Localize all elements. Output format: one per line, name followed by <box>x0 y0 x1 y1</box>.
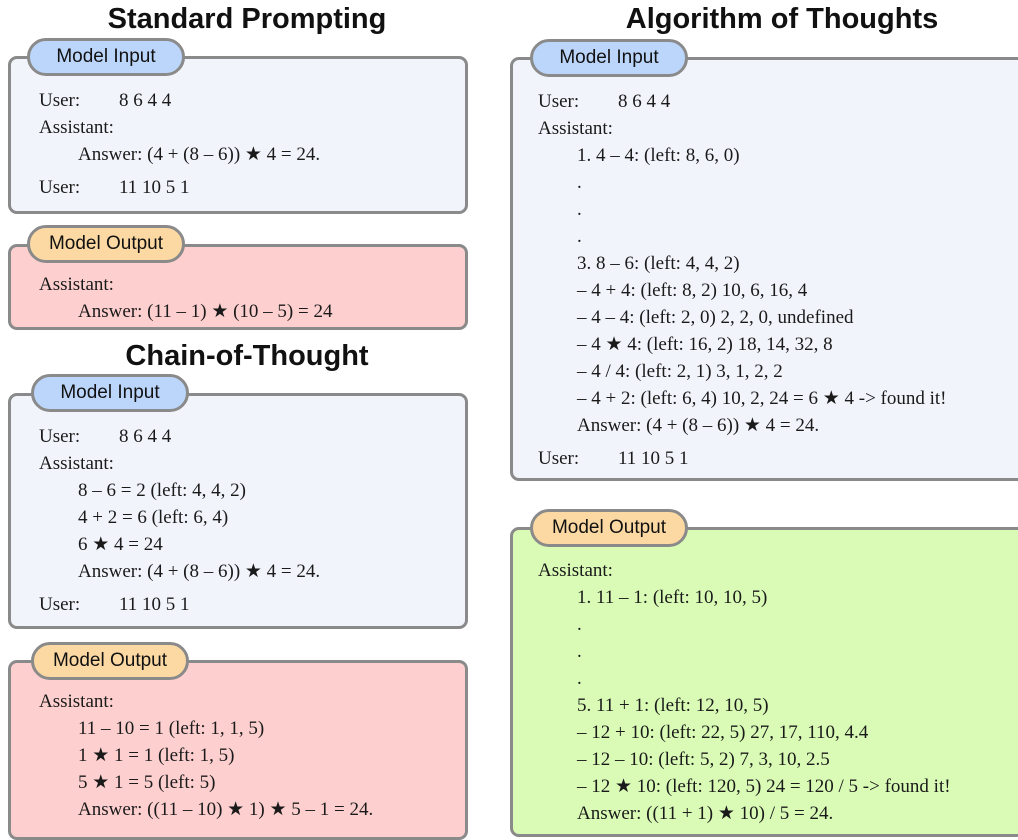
user-query: 8 6 4 4 <box>618 91 671 112</box>
step-line: 4 + 2 = 6 (left: 6, 4) <box>78 507 229 528</box>
chain-of-thought-title: Chain-of-Thought <box>125 340 369 372</box>
aot-model-input-box <box>510 57 1018 481</box>
step-line: 1. 4 – 4: (left: 8, 6, 0) <box>577 145 740 166</box>
answer-line: Answer: ((11 – 10) ★ 1) ★ 5 – 1 = 24. <box>78 799 374 820</box>
cot-model-input-box <box>8 393 468 629</box>
ellipsis-dot: . <box>577 226 582 247</box>
step-line: 1. 11 – 1: (left: 10, 10, 5) <box>577 587 768 608</box>
standard-model-input-box <box>8 56 468 214</box>
aot-model-output-label: Model Output <box>530 509 688 547</box>
step-line: – 12 + 10: (left: 22, 5) 27, 17, 110, 4.… <box>577 722 869 743</box>
step-line: – 4 + 2: (left: 6, 4) 10, 2, 24 = 6 ★ 4 … <box>577 388 947 409</box>
ellipsis-dot: . <box>577 614 582 635</box>
standard-model-output-text: Assistant: Answer: (11 – 1) ★ (10 – 5) =… <box>39 271 332 325</box>
answer-line: Answer: (4 + (8 – 6)) ★ 4 = 24. <box>78 144 321 165</box>
user-query: 8 6 4 4 <box>119 90 172 111</box>
step-line: 3. 8 – 6: (left: 4, 4, 2) <box>577 253 740 274</box>
assistant-label: Assistant: <box>39 453 114 474</box>
step-line: 1 ★ 1 = 1 (left: 1, 5) <box>78 745 235 766</box>
user-label: User: <box>39 177 81 198</box>
step-line: – 4 ★ 4: (left: 16, 2) 18, 14, 32, 8 <box>577 334 833 355</box>
answer-line: Answer: (4 + (8 – 6)) ★ 4 = 24. <box>577 415 820 436</box>
user-query: 8 6 4 4 <box>119 426 172 447</box>
aot-model-output-text: Assistant: 1. 11 – 1: (left: 10, 10, 5) … <box>538 557 951 827</box>
ellipsis-dot: . <box>577 668 582 689</box>
user-label: User: <box>538 91 580 112</box>
user-query-2: 11 10 5 1 <box>119 594 190 615</box>
standard-model-input-label: Model Input <box>27 38 185 76</box>
cot-model-output-label: Model Output <box>31 642 189 680</box>
aot-model-output-box <box>510 527 1018 837</box>
assistant-label: Assistant: <box>39 691 114 712</box>
aot-model-input-label: Model Input <box>530 39 688 77</box>
step-line: – 4 / 4: (left: 2, 1) 3, 1, 2, 2 <box>577 361 783 382</box>
step-line: 11 – 10 = 1 (left: 1, 1, 5) <box>78 718 265 739</box>
user-line: User: 8 6 4 4 <box>538 88 947 115</box>
assistant-label: Assistant: <box>538 560 613 581</box>
cot-model-output-text: Assistant: 11 – 10 = 1 (left: 1, 1, 5) 1… <box>39 688 373 823</box>
step-line: – 4 – 4: (left: 2, 0) 2, 2, 0, undefined <box>577 307 854 328</box>
assistant-label: Assistant: <box>538 118 613 139</box>
step-line: – 12 ★ 10: (left: 120, 5) 24 = 120 / 5 -… <box>577 776 951 797</box>
user-line-2: User: 11 10 5 1 <box>39 591 320 618</box>
user-label: User: <box>538 448 580 469</box>
answer-line: Answer: (11 – 1) ★ (10 – 5) = 24 <box>78 301 333 322</box>
algorithm-of-thoughts-title: Algorithm of Thoughts <box>625 3 939 35</box>
step-line: 6 ★ 4 = 24 <box>78 534 163 555</box>
user-query-2: 11 10 5 1 <box>119 177 190 198</box>
cot-model-input-label: Model Input <box>31 374 189 412</box>
user-line: User: 8 6 4 4 <box>39 423 320 450</box>
ellipsis-dot: . <box>577 172 582 193</box>
user-line: User: 8 6 4 4 <box>39 87 320 114</box>
step-line: 8 – 6 = 2 (left: 4, 4, 2) <box>78 480 246 501</box>
user-label: User: <box>39 594 81 615</box>
standard-model-input-text: User: 8 6 4 4 Assistant: Answer: (4 + (8 … <box>39 87 320 201</box>
user-line-2: User: 11 10 5 1 <box>39 174 320 201</box>
ellipsis-dot: . <box>577 199 582 220</box>
answer-line: Answer: (4 + (8 – 6)) ★ 4 = 24. <box>78 561 321 582</box>
answer-line: Answer: ((11 + 1) ★ 10) / 5 = 24. <box>577 803 834 824</box>
assistant-label: Assistant: <box>39 274 114 295</box>
assistant-label: Assistant: <box>39 117 114 138</box>
user-line-2: User: 11 10 5 1 <box>538 445 947 472</box>
step-line: – 4 + 4: (left: 8, 2) 10, 6, 16, 4 <box>577 280 808 301</box>
user-label: User: <box>39 90 81 111</box>
user-query-2: 11 10 5 1 <box>618 448 689 469</box>
aot-model-input-text: User: 8 6 4 4 Assistant: 1. 4 – 4: (left:… <box>538 88 947 472</box>
user-label: User: <box>39 426 81 447</box>
step-line: 5 ★ 1 = 5 (left: 5) <box>78 772 216 793</box>
standard-prompting-title: Standard Prompting <box>107 3 387 35</box>
standard-model-output-label: Model Output <box>27 225 185 263</box>
cot-model-output-box <box>8 660 468 840</box>
step-line: – 12 – 10: (left: 5, 2) 7, 3, 10, 2.5 <box>577 749 830 770</box>
ellipsis-dot: . <box>577 641 582 662</box>
step-line: 5. 11 + 1: (left: 12, 10, 5) <box>577 695 769 716</box>
cot-model-input-text: User: 8 6 4 4 Assistant: 8 – 6 = 2 (left:… <box>39 423 320 618</box>
